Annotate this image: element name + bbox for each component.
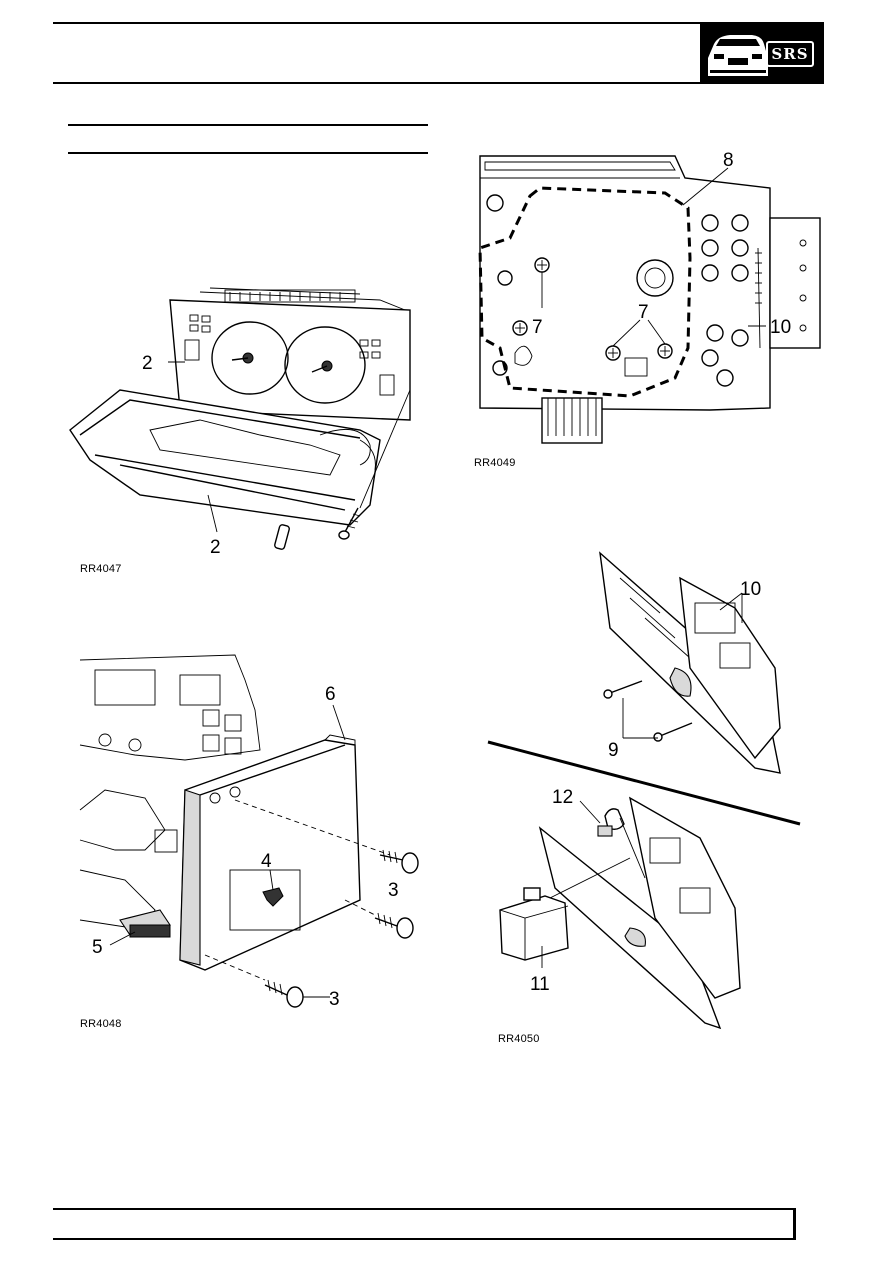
panel-lower [538, 796, 741, 1030]
figure-rr4049: 8 7 7 10 [478, 150, 821, 444]
figure-divider [487, 740, 801, 826]
bulb-9-upper [603, 680, 643, 699]
srs-module [179, 734, 361, 971]
instrument-cowl [69, 389, 381, 526]
screw-7-d [657, 343, 673, 359]
screw-3-top [234, 799, 419, 874]
figure-rr4047: 2 2 [69, 287, 411, 558]
screw-3-middle [344, 899, 414, 939]
header-rule-top [53, 22, 824, 24]
figure-rr4048: 6 4 3 5 3 [79, 654, 419, 1010]
callout-3-top: 3 [388, 880, 399, 901]
callout-7-right: 7 [638, 302, 649, 323]
callout-10-rr4050: 10 [740, 579, 761, 600]
bulb-holder-11 [499, 887, 569, 961]
dashed-outline [478, 186, 692, 398]
bulb-12 [597, 808, 625, 837]
screw-7-b [512, 320, 528, 336]
screw-7-a [534, 257, 550, 273]
callout-11: 11 [530, 974, 550, 995]
callout-9: 9 [608, 740, 619, 761]
caption-rr4048: RR4048 [80, 1018, 122, 1030]
section-rule-1 [68, 124, 428, 126]
callout-2-pack: 2 [142, 353, 153, 374]
connector-5 [119, 909, 171, 938]
callout-8: 8 [723, 150, 734, 171]
bulb-9-lower [653, 722, 693, 742]
caption-rr4047: RR4047 [80, 563, 122, 575]
section-rule-2 [68, 152, 428, 154]
caption-rr4050: RR4050 [498, 1033, 540, 1045]
instrument-pack [169, 287, 411, 421]
srs-badge-label: SRS [766, 41, 814, 67]
vehicle-structure [79, 654, 261, 931]
figure-rr4050: 10 9 12 11 [487, 551, 801, 1030]
locating-pin [274, 524, 290, 550]
callout-12: 12 [552, 787, 573, 808]
fixing-screw [338, 507, 361, 540]
caption-rr4049: RR4049 [474, 457, 516, 469]
callout-6: 6 [325, 684, 336, 705]
callout-3-bottom: 3 [329, 989, 340, 1010]
callout-2-cowl: 2 [210, 537, 221, 558]
callout-7-left: 7 [532, 317, 543, 338]
header-rule-bottom [53, 82, 824, 84]
circuit-board [479, 155, 821, 444]
car-front-icon [708, 35, 768, 76]
callout-5: 5 [92, 937, 103, 958]
screw-7-c [605, 345, 621, 361]
footer-box [53, 1208, 796, 1240]
screw-3-bottom [204, 954, 304, 1008]
callout-4: 4 [261, 851, 272, 872]
srs-badge: SRS [700, 24, 824, 84]
panel-upper [599, 551, 781, 774]
callout-10: 10 [770, 317, 791, 338]
